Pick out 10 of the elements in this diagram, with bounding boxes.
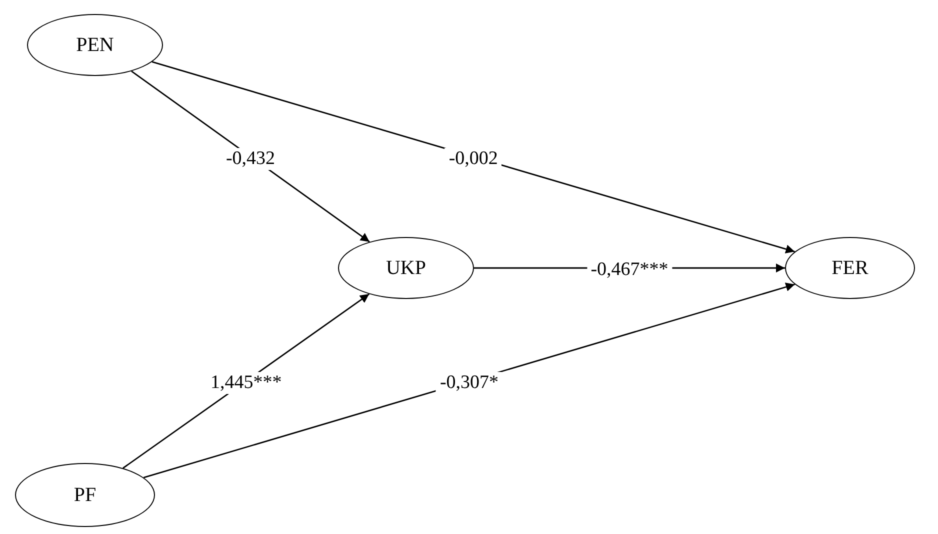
node-label: UKP bbox=[386, 256, 426, 280]
arrow bbox=[122, 293, 370, 469]
arrow bbox=[152, 61, 795, 254]
node-label: PEN bbox=[76, 34, 114, 56]
node-label: FER bbox=[832, 256, 868, 280]
node-label: PF bbox=[74, 484, 96, 506]
edge-label: -0,307* bbox=[436, 372, 503, 394]
edge-label: -0,002 bbox=[444, 148, 502, 170]
edge-label: -0,467*** bbox=[586, 259, 672, 281]
arrow bbox=[144, 282, 795, 478]
